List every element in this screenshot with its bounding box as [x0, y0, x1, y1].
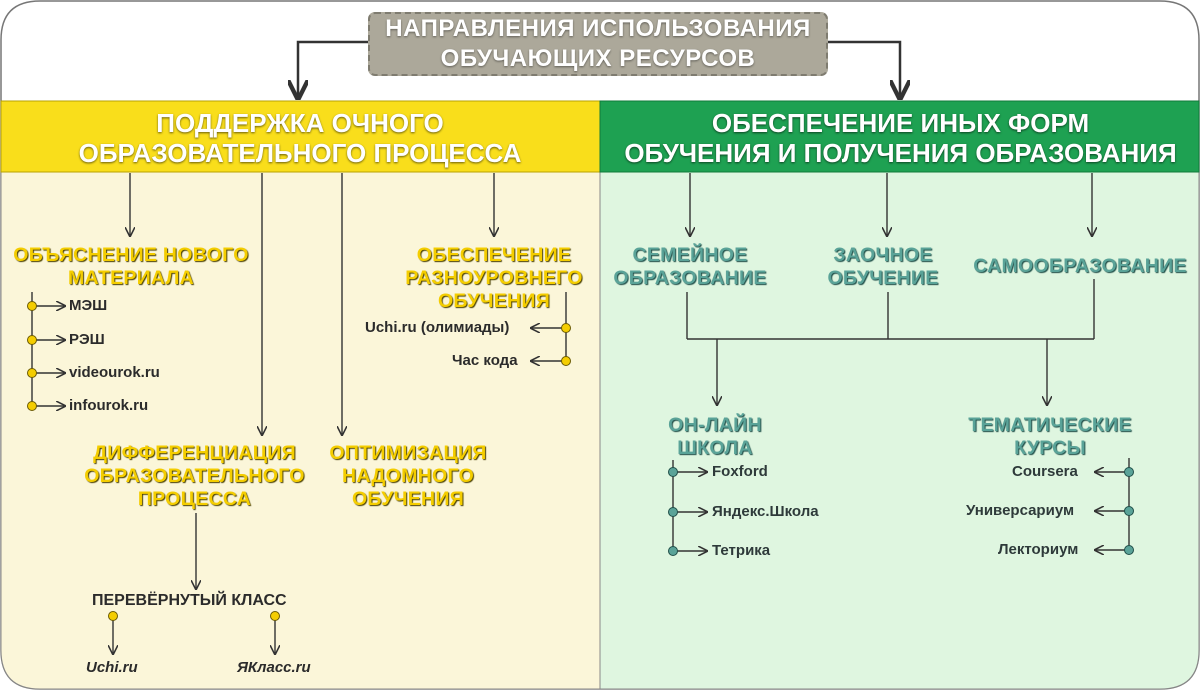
home-line-1: ОПТИМИЗАЦИЯ — [329, 442, 487, 464]
differentiation: ДИФФЕРЕНЦИАЦИЯ ОБРАЗОВАТЕЛЬНОГО ПРОЦЕССА — [72, 442, 317, 511]
resource-lektorium: Лекториум — [998, 541, 1079, 558]
home-line-2: НАДОМНОГО — [341, 465, 475, 487]
resource-universarium: Универсариум — [966, 502, 1075, 519]
self-line-1: САМООБРАЗОВАНИЕ — [973, 255, 1187, 277]
diagram-title: НАПРАВЛЕНИЯ ИСПОЛЬЗОВАНИЯ ОБУЧАЮЩИХ РЕСУ… — [368, 12, 828, 76]
right-header-bar — [599, 100, 1200, 173]
resource-videourok: videourok.ru — [69, 364, 160, 381]
diff-line-1: ДИФФЕРЕНЦИАЦИЯ — [93, 442, 296, 464]
resource-coursera: Coursera — [1012, 463, 1078, 480]
left-header-line-2: ОБРАЗОВАТЕЛЬНОГО ПРОЦЕССА — [78, 138, 522, 168]
self-education: САМООБРАЗОВАНИЕ — [960, 255, 1200, 278]
title-line-2: ОБУЧАЮЩИХ РЕСУРСОВ — [440, 45, 756, 72]
correspondence-learning: ЗАОЧНОЕ ОБУЧЕНИЕ — [808, 244, 958, 290]
resource-yaklass: ЯКласс.ru — [237, 659, 311, 676]
explain-new-material: ОБЪЯСНЕНИЕ НОВОГО МАТЕРИАЛА — [2, 244, 260, 290]
left-header-line-1: ПОДДЕРЖКА ОЧНОГО — [156, 108, 444, 138]
online-line-2: ШКОЛА — [677, 437, 753, 459]
courses-line-2: КУРСЫ — [1014, 437, 1086, 459]
right-header: ОБЕСПЕЧЕНИЕ ИНЫХ ФОРМ ОБУЧЕНИЯ И ПОЛУЧЕН… — [608, 108, 1193, 168]
correspondence-line-1: ЗАОЧНОЕ — [833, 244, 933, 266]
diff-line-2: ОБРАЗОВАТЕЛЬНОГО — [84, 465, 305, 487]
multilevel-line-3: ОБУЧЕНИЯ — [437, 290, 551, 312]
courses-line-1: ТЕМАТИЧЕСКИЕ — [968, 414, 1132, 436]
home-line-3: ОБУЧЕНИЯ — [351, 488, 465, 510]
resource-hour-of-code: Час кода — [452, 352, 518, 369]
online-line-1: ОН-ЛАЙН — [668, 414, 762, 436]
flipped-classroom: ПЕРЕВЁРНУТЫЙ КЛАСС — [92, 592, 287, 609]
resource-mesh: МЭШ — [69, 297, 108, 314]
left-header: ПОДДЕРЖКА ОЧНОГО ОБРАЗОВАТЕЛЬНОГО ПРОЦЕС… — [20, 108, 580, 168]
title-line-1: НАПРАВЛЕНИЯ ИСПОЛЬЗОВАНИЯ — [385, 15, 811, 42]
resource-foxford: Foxford — [712, 463, 768, 480]
home-learning-optimization: ОПТИМИЗАЦИЯ НАДОМНОГО ОБУЧЕНИЯ — [318, 442, 498, 511]
left-header-bar — [0, 100, 601, 173]
family-line-1: СЕМЕЙНОЕ — [632, 244, 748, 266]
right-panel — [599, 171, 1200, 690]
correspondence-line-2: ОБУЧЕНИЕ — [827, 267, 939, 289]
multilevel-learning: ОБЕСПЕЧЕНИЕ РАЗНОУРОВНЕГО ОБУЧЕНИЯ — [394, 244, 594, 313]
online-school: ОН-ЛАЙН ШКОЛА — [655, 414, 775, 460]
resource-resh: РЭШ — [69, 331, 105, 348]
right-header-line-2: ОБУЧЕНИЯ И ПОЛУЧЕНИЯ ОБРАЗОВАНИЯ — [624, 138, 1177, 168]
resource-infourok: infourok.ru — [69, 397, 149, 414]
multilevel-line-1: ОБЕСПЕЧЕНИЕ — [416, 244, 572, 266]
resource-yandex-school: Яндекс.Школа — [712, 503, 819, 520]
family-line-2: ОБРАЗОВАНИЕ — [613, 267, 767, 289]
multilevel-line-2: РАЗНОУРОВНЕГО — [405, 267, 583, 289]
explain-line-1: ОБЪЯСНЕНИЕ НОВОГО — [13, 244, 249, 266]
explain-line-2: МАТЕРИАЛА — [67, 267, 195, 289]
resource-uchi: Uchi.ru — [86, 659, 138, 676]
left-panel — [0, 171, 601, 690]
thematic-courses: ТЕМАТИЧЕСКИЕ КУРСЫ — [955, 414, 1145, 460]
resource-uchi-olympiads: Uchi.ru (олимиады) — [365, 319, 510, 336]
right-header-line-1: ОБЕСПЕЧЕНИЕ ИНЫХ ФОРМ — [711, 108, 1090, 138]
family-education: СЕМЕЙНОЕ ОБРАЗОВАНИЕ — [600, 244, 780, 290]
resource-tetrika: Тетрика — [712, 542, 771, 559]
diff-line-3: ПРОЦЕССА — [137, 488, 252, 510]
